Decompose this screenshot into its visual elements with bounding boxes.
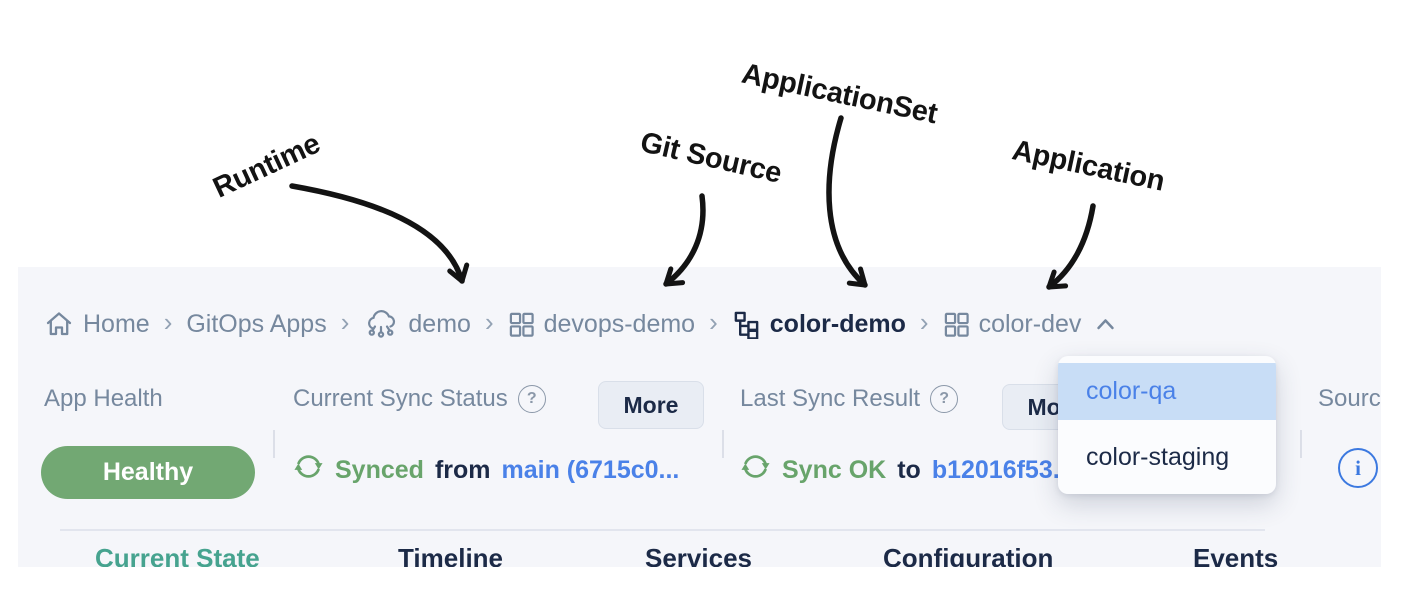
help-icon[interactable]: ?: [517, 385, 546, 413]
breadcrumb-item-runtime-demo[interactable]: demo: [363, 308, 471, 340]
annotation-application: Application: [1009, 134, 1168, 198]
app-header-panel: Home › GitOps Apps › demo ›: [18, 267, 1381, 567]
sync-revision-link[interactable]: main (6715c0...: [501, 455, 680, 484]
column-divider: [1300, 430, 1302, 458]
breadcrumb: Home › GitOps Apps › demo ›: [44, 303, 1115, 345]
arrow-applicationset: [826, 115, 868, 288]
chevron-up-icon[interactable]: [1096, 318, 1115, 331]
breadcrumb-label: demo: [408, 309, 471, 338]
app-health-status-badge: Healthy: [41, 446, 255, 499]
breadcrumb-separator: ›: [484, 306, 494, 337]
current-sync-more-button[interactable]: More: [598, 381, 704, 429]
current-sync-status-label-text: Current Sync Status: [293, 385, 508, 412]
source-label: Source: [1318, 385, 1381, 413]
breadcrumb-separator: ›: [340, 306, 350, 337]
apps-grid-icon: [943, 311, 970, 338]
sync-refresh-icon: [293, 451, 324, 489]
breadcrumb-separator: ›: [919, 306, 929, 337]
breadcrumb-label: devops-demo: [543, 309, 696, 338]
last-sync-result-label: Last Sync Result ?: [740, 385, 959, 413]
sync-refresh-icon: [740, 451, 771, 489]
breadcrumb-label: GitOps Apps: [186, 309, 327, 338]
app-health-label: App Health: [44, 385, 163, 413]
help-icon[interactable]: ?: [930, 385, 959, 413]
breadcrumb-label: Home: [83, 309, 150, 338]
tab-timeline[interactable]: Timeline: [398, 543, 504, 567]
sync-status-text: Sync OK: [782, 455, 887, 484]
sync-revision-link[interactable]: b12016f53...: [931, 455, 1074, 484]
annotation-runtime: Runtime: [208, 127, 326, 205]
current-sync-status-value: Synced from main (6715c0...: [293, 447, 679, 493]
dropdown-item-color-staging[interactable]: color-staging: [1086, 442, 1230, 471]
breadcrumb-item-gitops-apps[interactable]: GitOps Apps: [186, 310, 326, 339]
info-icon[interactable]: i: [1338, 448, 1378, 488]
column-divider: [722, 430, 724, 458]
tab-services[interactable]: Services: [645, 543, 752, 567]
sync-connector-text: from: [434, 455, 491, 484]
dropdown-item-color-qa[interactable]: color-qa: [1058, 363, 1276, 420]
tabs-divider: [60, 529, 1265, 531]
last-sync-result-label-text: Last Sync Result: [740, 385, 921, 412]
breadcrumb-item-application[interactable]: color-dev: [943, 310, 1116, 339]
sync-connector-text: to: [897, 455, 921, 484]
annotation-applicationset: ApplicationSet: [738, 57, 941, 131]
annotation-git-source: Git Source: [637, 126, 785, 190]
current-sync-status-label: Current Sync Status ?: [293, 385, 546, 413]
app-health-label-text: App Health: [44, 385, 163, 412]
home-icon: [44, 309, 74, 339]
application-switcher-dropdown: color-qa color-staging: [1058, 356, 1276, 494]
breadcrumb-label: color-dev: [978, 309, 1082, 338]
breadcrumb-item-home[interactable]: Home: [44, 309, 150, 339]
tab-events[interactable]: Events: [1193, 543, 1279, 567]
breadcrumb-label: color-demo: [769, 309, 906, 338]
last-sync-result-value: Sync OK to b12016f53...: [740, 447, 1074, 493]
breadcrumb-separator: ›: [709, 306, 718, 337]
tab-configuration[interactable]: Configuration: [883, 543, 1054, 567]
column-divider: [273, 430, 275, 458]
sync-status-text: Synced: [335, 455, 424, 484]
apps-grid-icon: [508, 311, 535, 338]
breadcrumb-item-git-source[interactable]: devops-demo: [508, 310, 695, 339]
breadcrumb-separator: ›: [163, 306, 173, 337]
tab-current-state[interactable]: Current State: [95, 543, 260, 567]
breadcrumb-item-applicationset[interactable]: color-demo: [732, 310, 906, 339]
runtime-icon: [363, 308, 399, 340]
source-label-text: Source: [1318, 385, 1381, 412]
applicationset-tree-icon: [732, 310, 761, 339]
